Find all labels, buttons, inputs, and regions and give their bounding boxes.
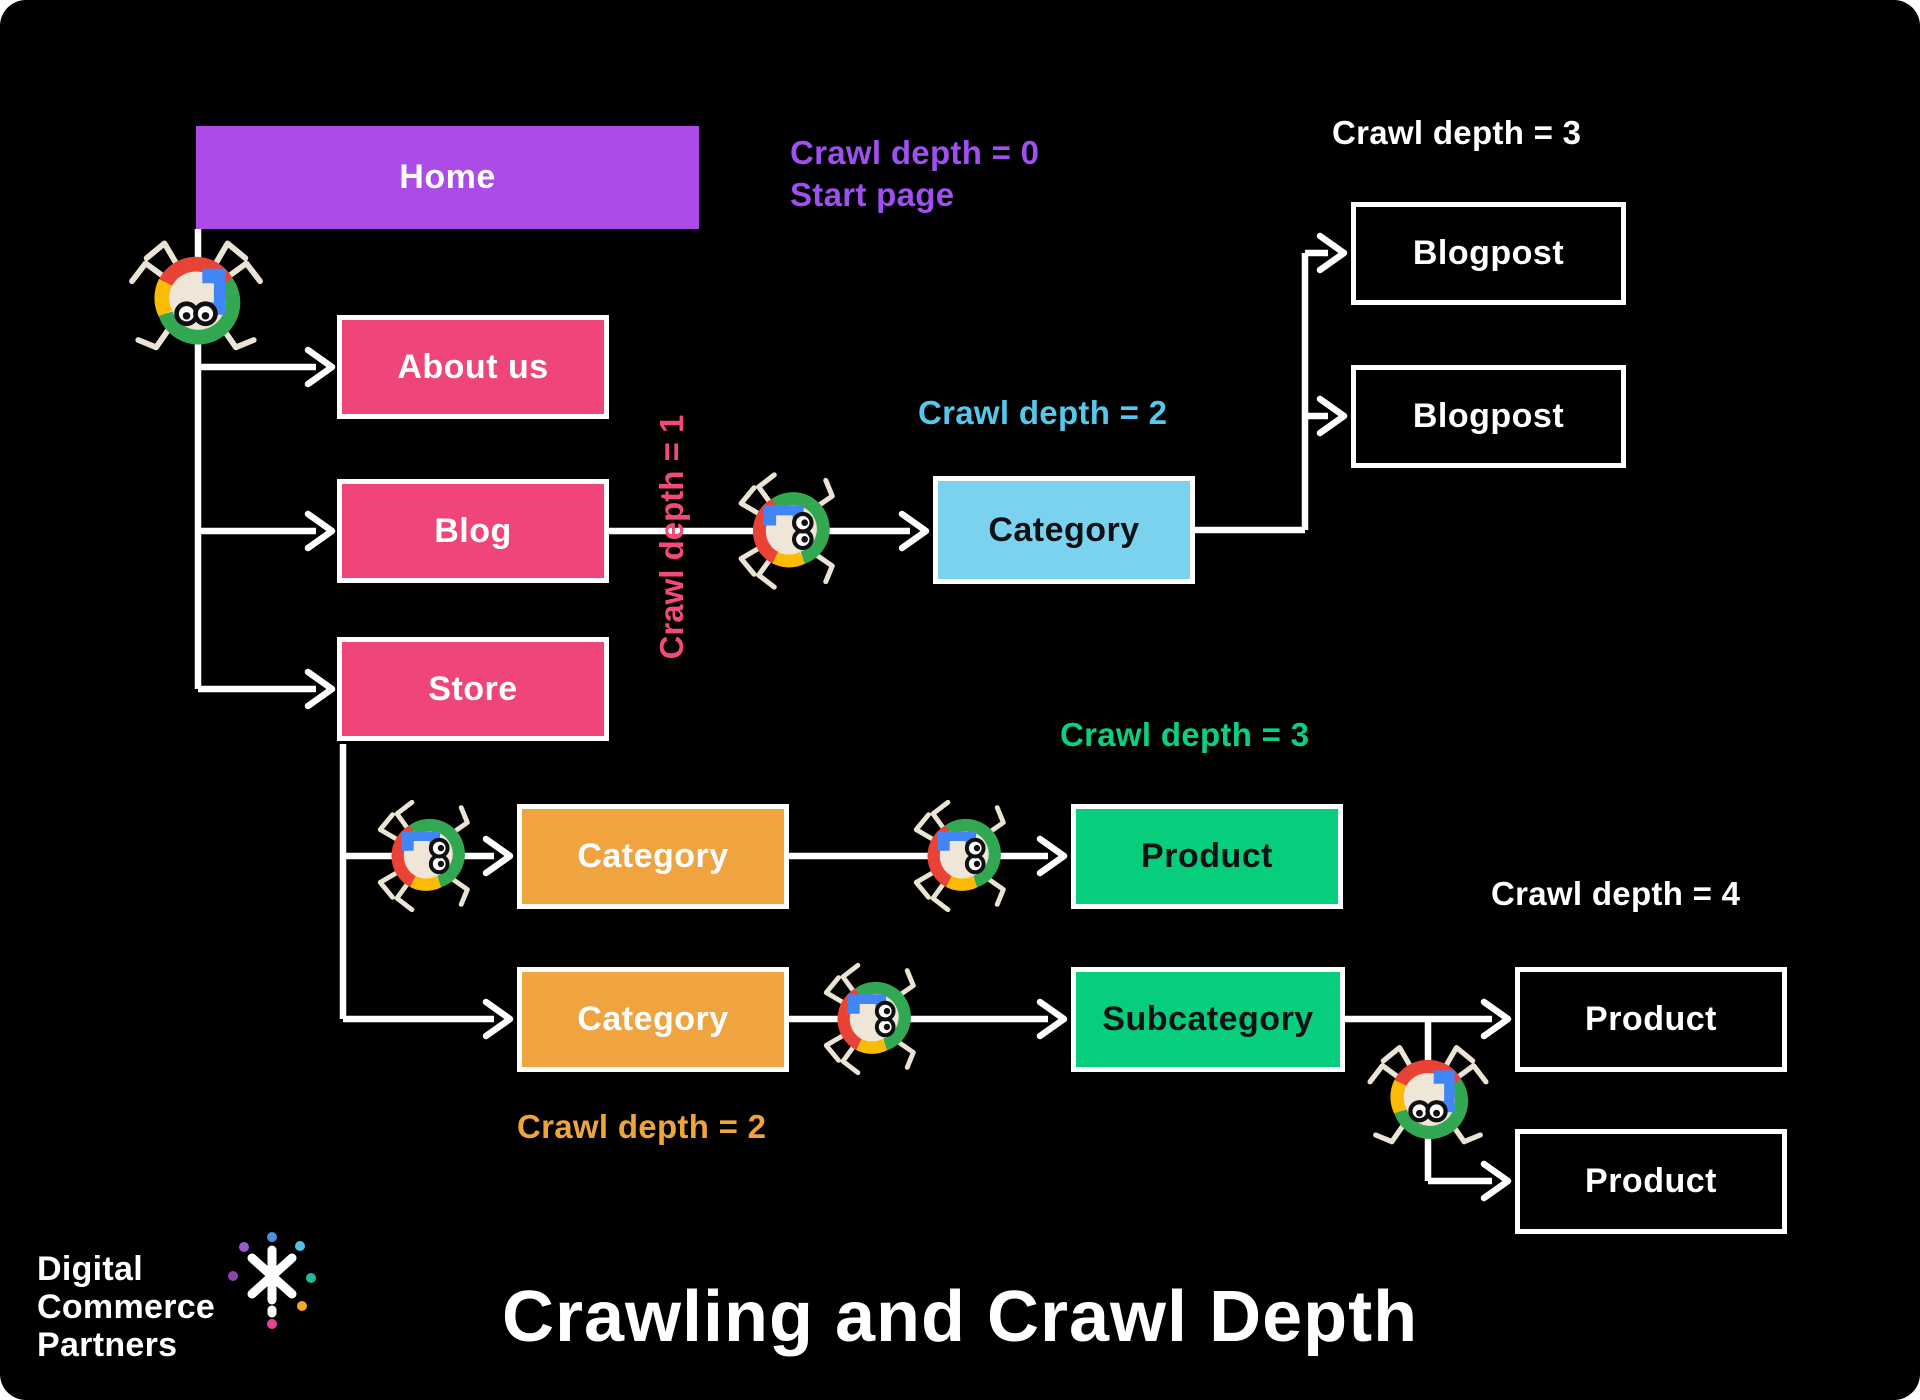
label-crawl-depth-3-store: Crawl depth = 3 [1060,716,1310,753]
google-crawler-spider-icon [1370,1048,1486,1142]
node-about-us: About us [337,315,609,419]
logo-line-1: Digital [37,1250,143,1288]
node-blogpost-top-label: Blogpost [1412,234,1565,272]
label-crawl-depth-3-blog: Crawl depth = 3 [1332,114,1582,151]
node-store: Store [337,637,609,741]
node-home-label: Home [399,158,496,196]
node-blog-category: Category [933,476,1195,584]
node-product-depth4-top: Product [1515,967,1787,1072]
node-store-category-bottom-label: Category [577,1000,729,1038]
category-blogpost-connectors [1195,249,1328,534]
label-crawl-depth-0-line1: Crawl depth = 0 [790,134,1040,171]
node-store-category-top-label: Category [577,837,729,875]
digital-commerce-partners-logo: Digital Commerce Partners [37,1250,215,1364]
node-product-depth4-bottom: Product [1515,1129,1787,1234]
node-subcategory-label: Subcategory [1102,1000,1314,1038]
dcp-asterisk-icon [228,1232,316,1329]
node-about-us-label: About us [397,347,549,386]
page-title: Crawling and Crawl Depth [501,1277,1419,1357]
label-crawl-depth-2-store: Crawl depth = 2 [517,1108,767,1145]
google-crawler-spider-icon [916,802,1003,909]
node-blogpost-bottom: Blogpost [1351,365,1626,468]
logo-line-2: Commerce [37,1288,216,1327]
node-blogpost-bottom-label: Blogpost [1412,397,1565,435]
category-product-connectors [789,852,1048,1023]
google-crawler-spider-icon [826,965,913,1072]
node-home: Home [196,126,699,229]
google-crawler-spider-icon [741,475,832,587]
label-crawl-depth-0-line2: Start page [790,176,955,214]
node-store-label: Store [428,669,518,708]
node-product-depth4-top-label: Product [1585,1000,1717,1038]
node-blog-category-label: Category [988,510,1140,549]
label-crawl-depth-0: Crawl depth = 0 Start page [790,132,1039,216]
node-blog-label: Blog [434,511,512,550]
node-subcategory: Subcategory [1071,967,1345,1072]
label-crawl-depth-4: Crawl depth = 4 [1491,875,1741,912]
node-blogpost-top: Blogpost [1351,202,1626,305]
node-blog: Blog [337,479,609,583]
logo-line-3: Partners [37,1326,178,1365]
google-crawler-spider-icon [380,802,467,909]
node-store-category-bottom: Category [517,967,789,1072]
label-crawl-depth-2-blog: Crawl depth = 2 [918,394,1168,431]
google-crawler-spider-icon [132,243,260,347]
node-product-depth3-label: Product [1141,837,1273,875]
label-crawl-depth-1: Crawl depth = 1 [653,414,690,660]
node-product-depth3: Product [1071,804,1343,909]
node-product-depth4-bottom-label: Product [1585,1162,1717,1200]
node-store-category-top: Category [517,804,789,909]
